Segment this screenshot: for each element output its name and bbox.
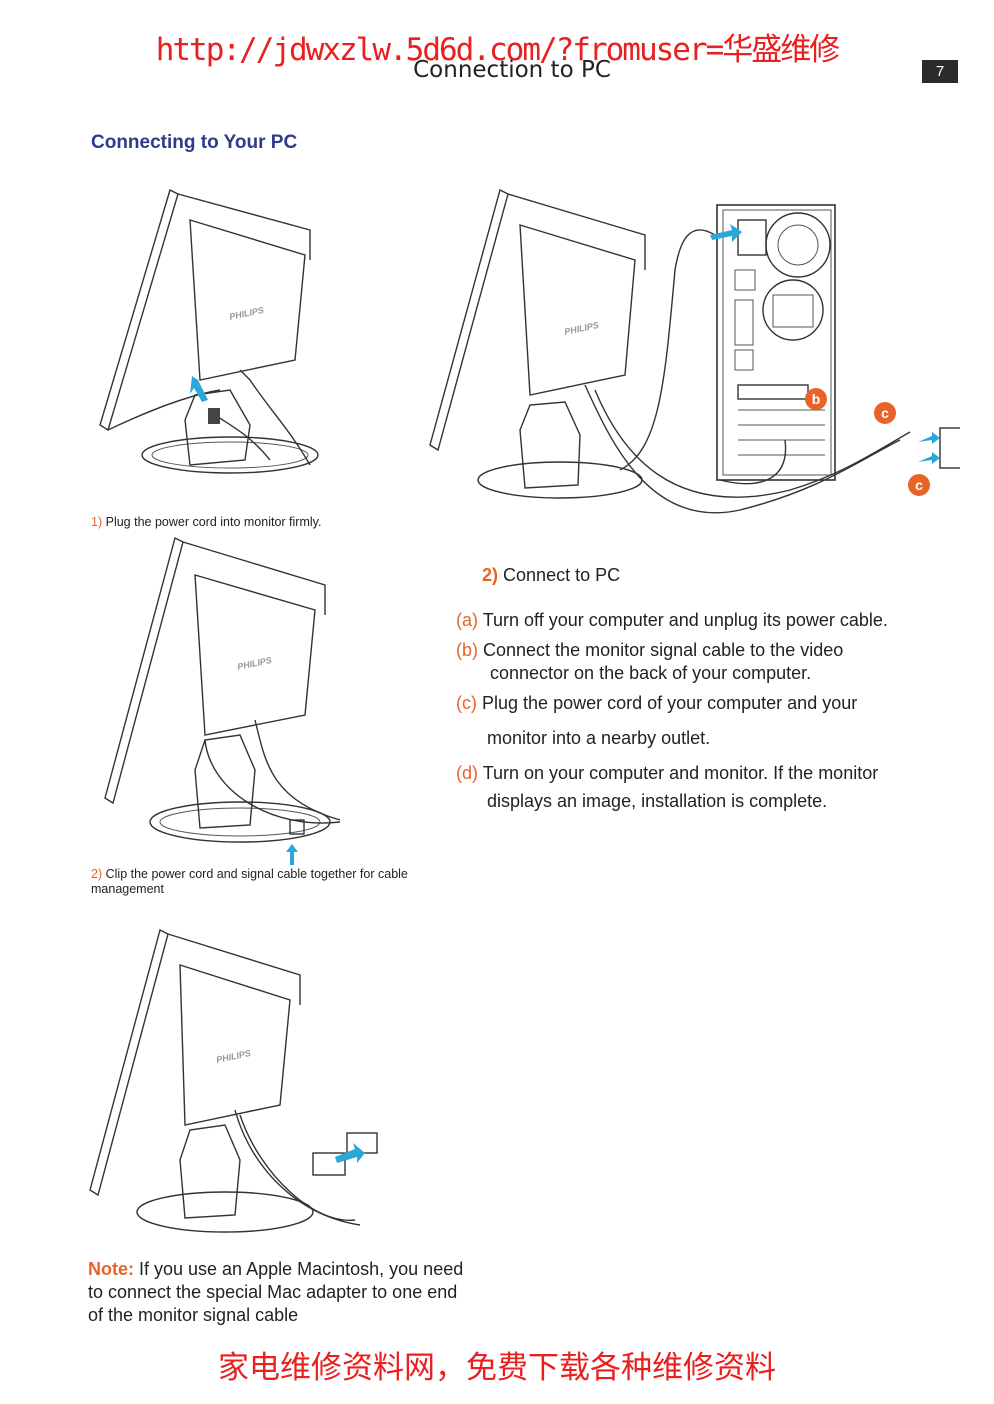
instruction-b-line2: connector on the back of your computer.	[490, 663, 812, 683]
caption-2-text: Clip the power cord and signal cable tog…	[105, 867, 408, 881]
illustration-cable-clip: PHILIPS	[104, 536, 341, 865]
section-title: Connecting to Your PC	[91, 132, 298, 153]
instruction-b-text: Connect the monitor signal cable to the …	[483, 640, 844, 660]
page-number: 7	[922, 60, 958, 83]
caption-2-number: 2)	[91, 867, 103, 881]
step-2-number: 2)	[482, 565, 499, 585]
brand-logo-1: PHILIPS	[228, 305, 264, 322]
footer-watermark: 家电维修资料网，免费下载各种维修资料	[218, 1350, 776, 1386]
note-mac: Note: If you use an Apple Macintosh, you…	[88, 1258, 528, 1327]
instruction-c-line2: monitor into a nearby outlet.	[487, 728, 711, 748]
illustration-plug-power-cord: PHILIPS	[99, 189, 319, 474]
caption-2-text-line2: management	[91, 882, 164, 896]
watermark-url: http://jdwxzlw.5d6d.com/?fromuser=华盛维修	[155, 32, 841, 68]
brand-logo-4: PHILIPS	[215, 1048, 251, 1065]
caption-1-text: Plug the power cord into monitor firmly.	[105, 515, 322, 529]
instruction-a: (a) Turn off your computer and unplug it…	[456, 609, 888, 632]
note-line-2: to connect the special Mac adapter to on…	[88, 1282, 458, 1302]
callout-c-top: c	[881, 405, 889, 421]
instruction-c: (c) Plug the power cord of your computer…	[456, 692, 857, 715]
illustration-mac-adapter: PHILIPS	[89, 928, 378, 1233]
note-label: Note:	[88, 1259, 134, 1279]
illustration-connect-to-pc: PHILIPS b c c	[429, 188, 960, 514]
note-line-3: of the monitor signal cable	[88, 1305, 299, 1325]
brand-logo-2: PHILIPS	[563, 320, 599, 337]
page-header-title: Connection to PC	[413, 57, 611, 83]
caption-1-number: 1)	[91, 515, 103, 529]
instruction-d-text: Turn on your computer and monitor. If th…	[482, 763, 879, 783]
note-line-1: If you use an Apple Macintosh, you need	[134, 1259, 464, 1279]
instruction-a-letter: (a)	[456, 610, 478, 630]
caption-1: 1) Plug the power cord into monitor firm…	[91, 515, 321, 529]
step-2-heading: 2) Connect to PC	[482, 565, 620, 586]
instruction-b: (b) Connect the monitor signal cable to …	[456, 639, 843, 662]
step-2-title: Connect to PC	[503, 565, 621, 585]
instruction-d-letter: (d)	[456, 763, 478, 783]
callout-c-bottom: c	[915, 477, 923, 493]
instruction-c-text: Plug the power cord of your computer and…	[482, 693, 858, 713]
instruction-a-text: Turn off your computer and unplug its po…	[482, 610, 888, 630]
instruction-b-letter: (b)	[456, 640, 478, 660]
callout-b: b	[812, 391, 821, 407]
instruction-d-line2: displays an image, installation is compl…	[487, 791, 828, 811]
instruction-d: (d) Turn on your computer and monitor. I…	[456, 762, 878, 785]
instruction-c-letter: (c)	[456, 693, 477, 713]
caption-2: 2) Clip the power cord and signal cable …	[91, 867, 451, 897]
brand-logo-3: PHILIPS	[236, 655, 272, 672]
